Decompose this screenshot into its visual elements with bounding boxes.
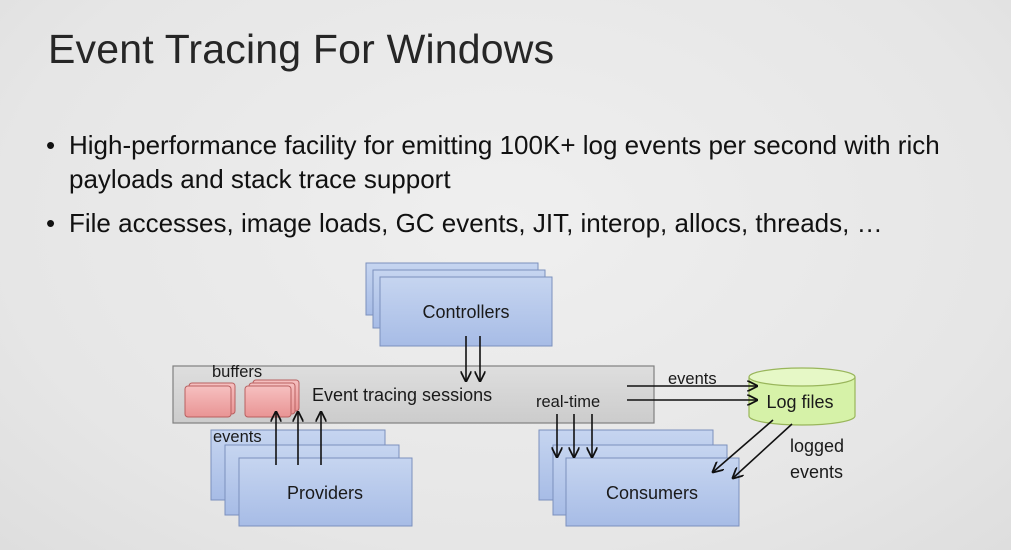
controllers-box-front (379, 276, 553, 347)
provider-arrows (276, 412, 321, 465)
consumers-label: Consumers (606, 483, 698, 503)
logged-arrow-1 (713, 419, 774, 472)
log-files-label: Log files (766, 392, 833, 412)
controllers-stack: Controllers (365, 262, 553, 347)
consumer-arrows (557, 414, 592, 457)
consumers-box-front (565, 457, 740, 527)
logged-label-line1: logged (790, 436, 844, 456)
bullet-item: • File accesses, image loads, GC events,… (44, 206, 974, 240)
providers-label: Providers (287, 483, 363, 503)
providers-stack: Providers (210, 429, 413, 527)
buffers-label: buffers (212, 363, 262, 381)
buffers-group: buffers (184, 363, 300, 418)
logged-label-line2: events (790, 462, 843, 482)
buffer-icon (184, 385, 232, 418)
log-files-cylinder: Log files (748, 367, 856, 426)
slide-title: Event Tracing For Windows (48, 26, 555, 72)
logged-arrow-2 (733, 423, 793, 478)
bullet-text: File accesses, image loads, GC events, J… (69, 208, 883, 238)
events-out-label: events (668, 370, 717, 388)
buffer-icon (244, 385, 292, 418)
realtime-label: real-time (536, 393, 600, 411)
log-arrows (627, 386, 757, 400)
bullet-dot-icon: • (46, 208, 56, 238)
logged-events-arrows (713, 419, 793, 478)
bullet-text: High-performance facility for emitting 1… (69, 130, 940, 194)
sessions-label: Event tracing sessions (312, 385, 492, 405)
provider-events-label: events (213, 428, 262, 446)
bullet-list: • High-performance facility for emitting… (44, 128, 974, 250)
consumers-stack: Consumers (538, 429, 740, 527)
providers-box-front (238, 457, 413, 527)
controllers-label: Controllers (422, 302, 509, 322)
bullet-item: • High-performance facility for emitting… (44, 128, 974, 196)
controller-arrows (466, 336, 480, 381)
bullet-dot-icon: • (46, 130, 56, 160)
